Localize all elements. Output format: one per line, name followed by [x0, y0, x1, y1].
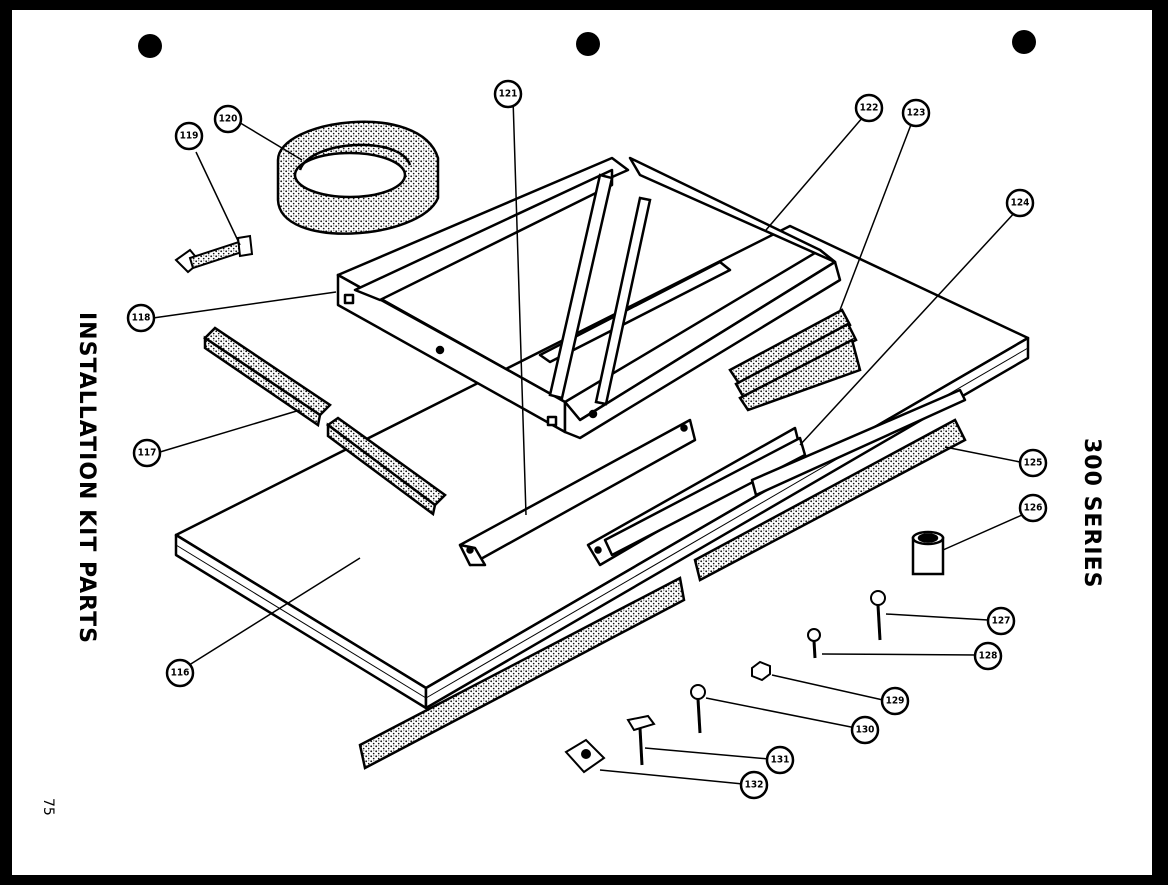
nail-clip — [626, 714, 656, 766]
brace-rods — [548, 173, 652, 406]
callout-127: 127 — [992, 616, 1011, 627]
callout-128: 128 — [979, 651, 998, 662]
callout-126: 126 — [1024, 503, 1043, 514]
window-frame — [336, 156, 842, 440]
screw-short — [807, 628, 821, 659]
wood-screw — [690, 684, 706, 734]
title-installation-kit-parts: INSTALLATION KIT PARTS — [74, 312, 99, 644]
callout-118: 118 — [132, 313, 151, 324]
title-300-series: 300 SERIES — [1079, 438, 1104, 588]
foam-seal-strip — [203, 326, 447, 517]
long-foam-strips — [358, 418, 967, 770]
callout-130: 130 — [856, 725, 875, 736]
screw-long — [870, 590, 886, 641]
hex-bolt — [174, 234, 254, 274]
callout-labels: 119 120 118 117 116 121 122 123 124 125 … — [132, 89, 1043, 791]
clamp — [564, 738, 606, 774]
leader-lines — [152, 97, 1023, 785]
callout-129: 129 — [886, 696, 905, 707]
callout-121: 121 — [499, 89, 518, 100]
callout-124: 124 — [1011, 198, 1030, 209]
foam-roll — [276, 120, 440, 235]
binder-holes — [138, 30, 1036, 58]
callout-circles — [126, 79, 1048, 800]
callout-125: 125 — [1024, 458, 1043, 469]
callout-117: 117 — [138, 448, 157, 459]
callout-132: 132 — [745, 780, 764, 791]
angle-brackets — [458, 388, 967, 567]
callout-123: 123 — [907, 108, 926, 119]
callout-116: 116 — [171, 668, 190, 679]
sleeve — [911, 530, 945, 576]
page-number: 75 — [40, 798, 56, 816]
hex-nut — [751, 660, 771, 682]
callout-119: 119 — [180, 131, 199, 142]
callout-122: 122 — [860, 103, 879, 114]
callout-120: 120 — [219, 114, 238, 125]
foam-strips — [728, 308, 862, 412]
callout-131: 131 — [771, 755, 790, 766]
